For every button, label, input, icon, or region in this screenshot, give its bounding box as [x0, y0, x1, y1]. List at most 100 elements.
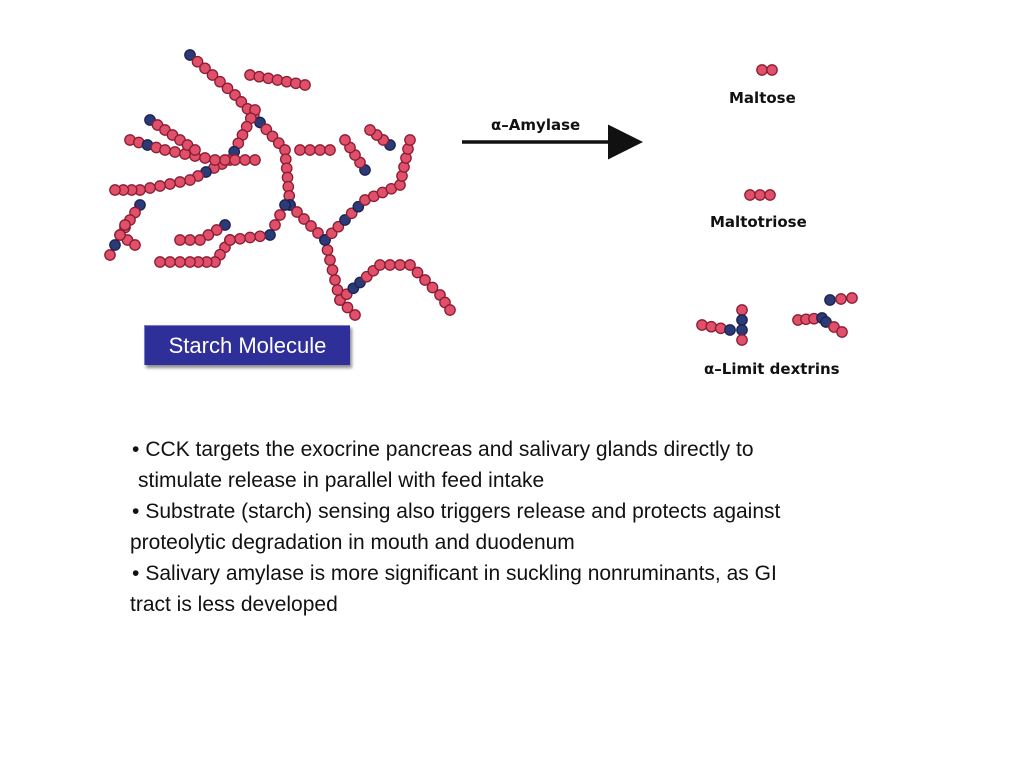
- limit-dextrin-molecule-graphic-1: [696, 304, 748, 346]
- glucose-unit: [764, 189, 776, 201]
- glucose-unit: [736, 304, 748, 316]
- bullet-marker: •: [132, 438, 140, 461]
- glucose-unit: [154, 256, 166, 268]
- glucose-unit: [104, 249, 116, 261]
- glucose-unit: [341, 301, 354, 314]
- glucose-unit: [202, 229, 215, 241]
- glucose-unit: [329, 274, 341, 286]
- limit-dextrin-molecule-graphic-2: [792, 292, 858, 338]
- glucose-unit: [209, 154, 221, 166]
- glucose-unit: [411, 266, 424, 279]
- glucose-unit: [736, 334, 748, 346]
- glucose-unit: [305, 220, 317, 232]
- glucose-unit: [174, 256, 186, 268]
- branch-point-unit: [109, 239, 121, 251]
- glucose-unit: [184, 174, 196, 186]
- glucose-unit: [404, 134, 416, 146]
- glucose-unit: [249, 154, 261, 166]
- branch-point-unit: [264, 229, 276, 241]
- glucose-unit: [384, 259, 396, 271]
- glucose-unit: [239, 154, 251, 166]
- glucose-unit: [199, 152, 211, 164]
- glucose-unit: [164, 178, 176, 190]
- glucose-unit: [274, 209, 286, 221]
- glucose-unit: [184, 234, 196, 246]
- glucose-unit: [109, 184, 121, 196]
- glucose-unit: [314, 144, 326, 156]
- glucose-unit: [298, 213, 310, 225]
- glucose-unit: [419, 274, 431, 286]
- glucose-unit: [234, 232, 246, 245]
- branch-point-unit: [279, 199, 291, 211]
- glucose-unit: [364, 124, 376, 136]
- bullet-marker: •: [132, 562, 140, 585]
- glucose-unit: [269, 219, 281, 231]
- glucose-unit: [219, 154, 231, 166]
- glucose-unit: [210, 224, 223, 236]
- glucose-unit: [114, 229, 126, 241]
- bullet-text: Substrate (starch) sensing also triggers…: [145, 500, 781, 523]
- glucose-unit: [394, 259, 406, 271]
- glucose-unit: [229, 154, 241, 166]
- glucose-unit: [119, 219, 131, 231]
- glucose-unit: [696, 319, 708, 331]
- glucose-unit: [744, 189, 756, 201]
- glucose-unit: [766, 64, 778, 76]
- product-label-limit-dextrins: α–Limit dextrins: [704, 360, 840, 378]
- bullet-item: •Salivary amylase is more significant in…: [130, 558, 950, 620]
- glucose-unit: [174, 234, 186, 246]
- glucose-unit: [756, 64, 768, 76]
- bullet-item: •CCK targets the exocrine pancreas and s…: [130, 434, 950, 496]
- glucose-unit: [159, 144, 171, 156]
- glucose-unit: [169, 146, 181, 158]
- glucose-unit: [404, 259, 416, 271]
- enzyme-label: α–Amylase: [491, 116, 581, 134]
- glucose-unit: [194, 234, 206, 246]
- glucose-unit: [206, 69, 219, 81]
- maltotriose-molecule-graphic: [744, 189, 776, 201]
- starch-molecule-graphic: [104, 49, 456, 321]
- glucose-unit: [244, 231, 256, 244]
- glucose-unit: [324, 144, 336, 156]
- glucose-unit: [184, 256, 196, 268]
- glucose-unit: [291, 206, 303, 218]
- product-label-maltose: Maltose: [729, 89, 796, 107]
- bullet-text-continued: stimulate release in parallel with feed …: [138, 469, 545, 492]
- branch-point-unit: [219, 219, 231, 231]
- bullet-text-continued: tract is less developed: [130, 593, 338, 616]
- bullet-text: Salivary amylase is more significant in …: [145, 562, 777, 585]
- glucose-unit: [714, 322, 727, 335]
- glucose-unit: [191, 55, 204, 68]
- glucose-unit: [426, 281, 439, 294]
- bullet-text-continued: proteolytic degradation in mouth and duo…: [130, 531, 575, 554]
- branch-point-unit: [824, 294, 836, 306]
- glucose-unit: [705, 320, 718, 333]
- maltose-molecule-graphic: [756, 64, 778, 76]
- glucose-unit: [321, 244, 334, 256]
- glucose-unit: [836, 326, 848, 338]
- glucose-unit: [312, 227, 324, 239]
- glucose-unit: [189, 144, 201, 156]
- glucose-unit: [444, 304, 456, 316]
- glucose-unit: [174, 176, 186, 188]
- glucose-unit: [294, 144, 306, 156]
- branch-point-unit: [724, 324, 736, 336]
- glucose-unit: [324, 254, 336, 266]
- glucose-unit: [349, 309, 361, 321]
- glucose-unit: [129, 239, 141, 251]
- glucose-unit: [339, 134, 351, 146]
- product-label-maltotriose: Maltotriose: [710, 213, 807, 231]
- starch-digestion-diagram: [104, 49, 858, 346]
- glucose-unit: [254, 230, 266, 243]
- glucose-unit: [214, 75, 226, 88]
- glucose-unit: [754, 189, 766, 201]
- glucose-unit: [164, 256, 176, 268]
- bullet-text: CCK targets the exocrine pancreas and sa…: [145, 438, 754, 461]
- glucose-unit: [224, 234, 236, 246]
- branch-point-unit: [736, 314, 748, 326]
- glucose-unit: [326, 264, 339, 276]
- glucose-unit: [835, 293, 847, 305]
- glucose-unit: [154, 180, 166, 192]
- bullet-item: •Substrate (starch) sensing also trigger…: [130, 496, 950, 558]
- bullet-marker: •: [132, 500, 140, 523]
